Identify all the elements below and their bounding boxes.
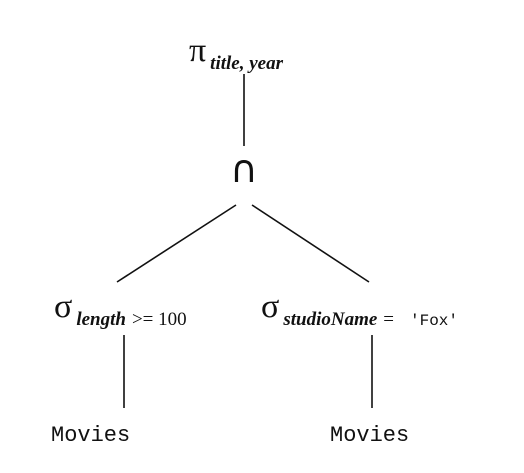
- edge-intersection-to-right-select: [251, 204, 370, 283]
- right-selection-symbol: σ: [261, 288, 280, 325]
- right-relation-movies: Movies: [330, 425, 409, 447]
- projection-attributes: title, year: [210, 53, 283, 74]
- left-selection-comparison: >= 100: [131, 309, 187, 330]
- left-selection-symbol: σ: [54, 288, 73, 325]
- left-relation-label: Movies: [51, 423, 131, 448]
- intersection-node: ∩: [230, 150, 258, 188]
- left-selection-attribute: length: [76, 309, 126, 330]
- right-selection-comparison: =: [383, 309, 394, 330]
- right-relation-label: Movies: [330, 423, 410, 448]
- left-relation-movies: Movies: [51, 425, 130, 447]
- edge-intersection-to-left-select: [116, 204, 237, 283]
- right-selection-attribute: studioName: [283, 309, 378, 330]
- right-selection-value: 'Fox': [410, 312, 459, 330]
- projection-symbol: π: [189, 32, 207, 69]
- intersection-symbol: ∩: [230, 147, 258, 191]
